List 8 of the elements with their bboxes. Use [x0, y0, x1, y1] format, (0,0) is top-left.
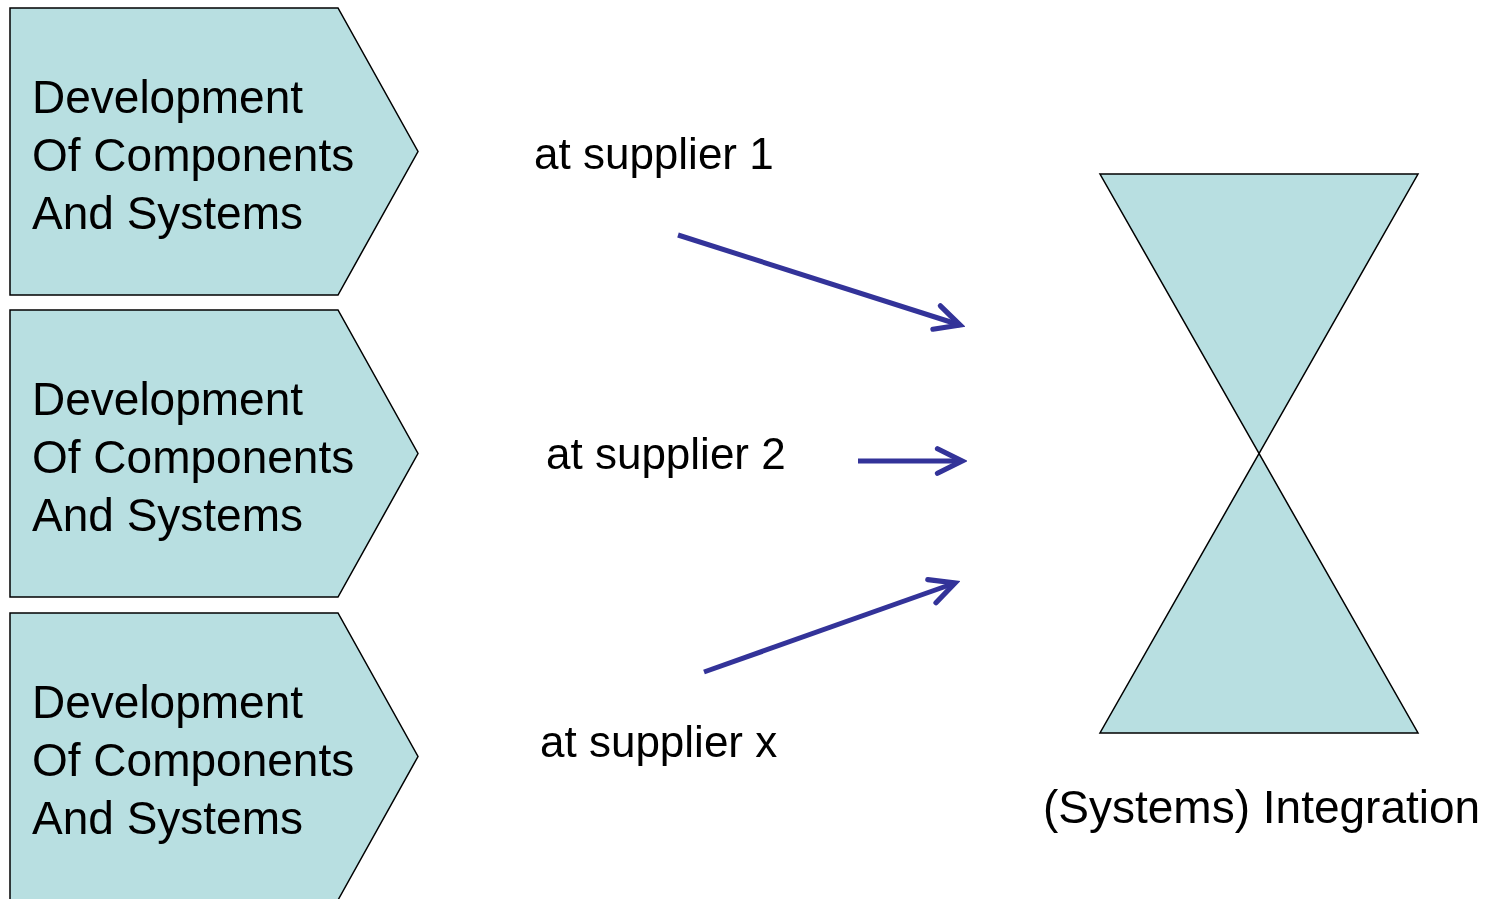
node-label: Development Of Components And Systems	[32, 675, 356, 846]
node-label: Development Of Components And Systems	[32, 372, 356, 543]
chevron-box	[10, 310, 418, 597]
chevron-box	[10, 613, 418, 899]
hourglass-shape	[1100, 174, 1418, 733]
chevron-box	[10, 8, 418, 295]
node-caption: (Systems) Integration	[1043, 780, 1481, 835]
node-label: Development Of Components And Systems	[32, 70, 356, 241]
